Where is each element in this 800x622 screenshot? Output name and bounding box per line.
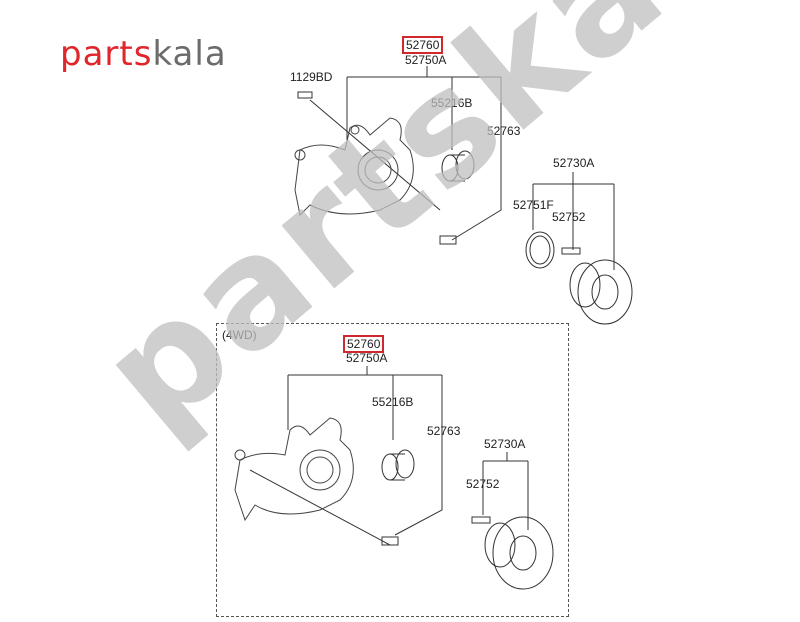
bottom-part-52760-highlight[interactable]: 52760 xyxy=(343,335,385,353)
bottom-label-hub-assy[interactable]: 52730A xyxy=(484,437,526,451)
bottom-label-bushing[interactable]: 55216B xyxy=(372,395,414,409)
bottom-hub-bolt-icon xyxy=(471,516,491,524)
top-label-hub-bolt[interactable]: 52752 xyxy=(552,210,586,224)
bottom-label-pin[interactable]: 52763 xyxy=(427,424,461,438)
top-callout-lines xyxy=(309,66,615,270)
top-label-assembly[interactable]: 52750A xyxy=(405,53,447,67)
top-label-cover[interactable]: 52751F xyxy=(513,198,554,212)
bottom-bushing-icon xyxy=(381,449,415,481)
logo-text-parts: parts xyxy=(60,34,153,74)
top-part-52760-highlight[interactable]: 52760 xyxy=(402,36,444,54)
bottom-hub-icon xyxy=(484,516,554,590)
bottom-label-hub-bolt[interactable]: 52752 xyxy=(466,477,500,491)
top-label-hub-assy[interactable]: 52730A xyxy=(553,156,595,170)
top-hub-bolt-icon xyxy=(561,247,581,255)
top-hub-icon xyxy=(569,259,633,325)
bottom-pin-icon xyxy=(381,536,399,546)
variant-label-4wd: (4WD) xyxy=(222,328,257,342)
bottom-callout-lines xyxy=(249,366,529,546)
top-knuckle-icon xyxy=(294,117,414,217)
bottom-label-assembly[interactable]: 52750A xyxy=(346,351,388,365)
top-pin-icon xyxy=(439,235,457,245)
bottom-knuckle-icon xyxy=(234,417,354,522)
top-label-bolt[interactable]: 1129BD xyxy=(290,70,333,84)
4wd-section-border xyxy=(216,323,569,617)
top-bushing-icon xyxy=(441,150,475,182)
top-label-bushing[interactable]: 55216B xyxy=(431,96,473,110)
logo-text-kala: kala xyxy=(152,34,227,74)
top-bolt-icon xyxy=(297,91,313,99)
top-cover-icon xyxy=(525,231,555,269)
top-label-pin[interactable]: 52763 xyxy=(487,124,521,138)
partskala-logo: partskala xyxy=(60,34,227,74)
